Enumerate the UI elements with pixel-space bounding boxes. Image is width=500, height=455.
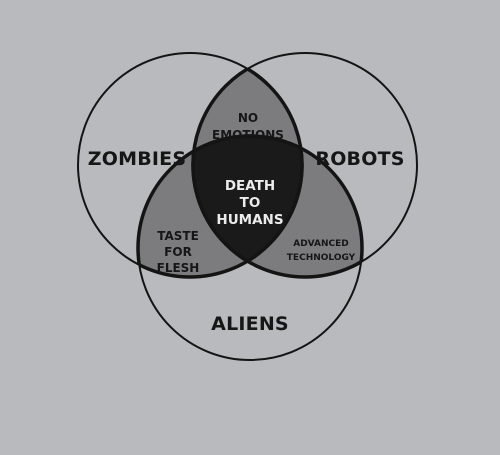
- set-label-aliens: ALIENS: [211, 313, 289, 335]
- center-label-to: TO: [240, 195, 261, 211]
- zone-label-emotions: EMOTIONS: [212, 128, 284, 142]
- set-label-robots: ROBOTS: [315, 148, 404, 170]
- zone-label-technology: TECHNOLOGY: [287, 253, 356, 263]
- center-label-death: DEATH: [225, 178, 275, 194]
- center-label-humans: HUMANS: [216, 212, 283, 228]
- lens-outline-zr: [138, 136, 362, 279]
- zone-label-flesh: FLESH: [157, 261, 200, 275]
- zone-label-taste: TASTE: [157, 229, 199, 243]
- zone-label-for: FOR: [164, 245, 192, 259]
- zone-label-advanced: ADVANCED: [293, 239, 349, 249]
- zone-label-no: NO: [238, 111, 258, 125]
- set-label-zombies: ZOMBIES: [88, 148, 186, 170]
